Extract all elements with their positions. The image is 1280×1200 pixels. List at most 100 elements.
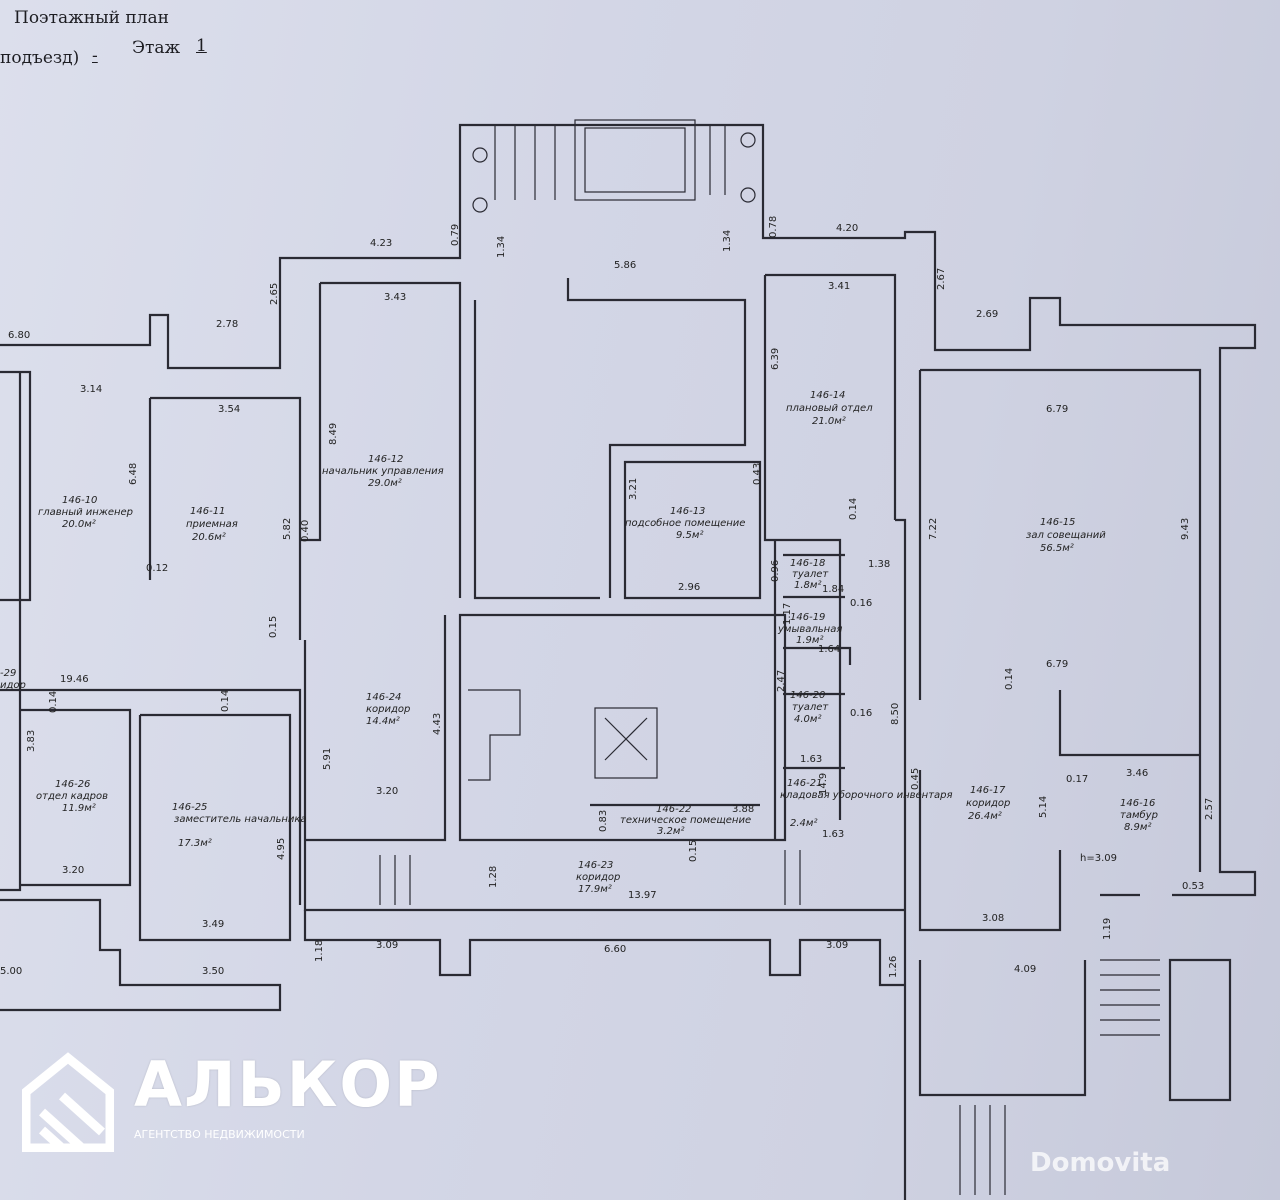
room-146-18-code: 146-18	[790, 558, 825, 569]
room-146-15-name: зал совещаний	[1026, 530, 1106, 541]
room-146-25-area: 17.3м²	[178, 838, 212, 849]
room-146-16-code: 146-16	[1120, 798, 1155, 809]
dim: 4.95	[276, 838, 287, 860]
dim: 2.96	[678, 582, 700, 593]
room-29-code: -29	[0, 668, 16, 679]
room-146-19-area: 1.9м²	[796, 635, 823, 646]
dim: 1.63	[800, 754, 822, 765]
room-146-24-area: 14.4м²	[366, 716, 400, 727]
dim: 6.39	[770, 348, 781, 370]
room-146-19-code: 146-19	[790, 612, 825, 623]
dim: 3.88	[732, 804, 754, 815]
room-146-22-name: техническое помещение	[620, 815, 751, 826]
dim: 0.16	[850, 598, 872, 609]
room-146-10-name: главный инженер	[38, 507, 133, 518]
room-146-16-name: тамбур	[1120, 809, 1158, 821]
room-146-21-area: 2.4м²	[790, 818, 817, 829]
dim: 1.34	[496, 236, 507, 258]
dim: 5.91	[322, 748, 333, 770]
room-146-18-area: 1.8м²	[794, 580, 821, 591]
dim: 1.19	[1102, 918, 1113, 940]
dim: 0.14	[48, 691, 59, 713]
room-146-25-name: заместитель начальника	[174, 814, 307, 825]
dim: 2.57	[1204, 798, 1215, 820]
dim: 0.14	[220, 690, 231, 712]
dim: 1.17	[782, 603, 793, 625]
dim: 5.82	[282, 518, 293, 540]
dim: 14.9	[818, 773, 829, 795]
dim: 3.54	[218, 404, 240, 415]
dim: 2.47	[776, 670, 787, 692]
dim: 4.09	[1014, 964, 1036, 975]
room-146-22-code: 146-22	[656, 804, 691, 815]
dim: 0.17	[1066, 774, 1088, 785]
dim: 0.15	[268, 616, 279, 638]
room-146-14-area: 21.0м²	[812, 416, 846, 427]
floor-label: Этаж	[132, 38, 181, 58]
dim: 0.15	[688, 840, 699, 862]
room-146-11-area: 20.6м²	[192, 532, 226, 543]
room-146-20-name: туалет	[792, 702, 829, 713]
dim: 0.96	[770, 560, 781, 582]
room-146-11-name: приемная	[186, 519, 238, 530]
entrance-label: подъезд)	[0, 48, 80, 68]
dim: 0.40	[300, 520, 311, 542]
walls	[0, 123, 1257, 1200]
dim: 3.21	[628, 478, 639, 500]
dim: 3.20	[62, 865, 84, 876]
room-146-12-area: 29.0м²	[368, 478, 402, 489]
dim: 1.63	[822, 829, 844, 840]
dim: 1.84	[822, 584, 844, 595]
room-146-16-area: 8.9м²	[1124, 822, 1151, 833]
dim: 6.60	[604, 944, 626, 955]
dim: 3.43	[384, 292, 406, 303]
dim: 0.79	[450, 224, 461, 246]
room-146-24-code: 146-24	[366, 692, 401, 703]
room-146-13-name: подсобное помещение	[625, 517, 745, 529]
room-146-14-code: 146-14	[810, 390, 845, 401]
dim: 1.38	[868, 559, 890, 570]
dim: 0.12	[146, 563, 168, 574]
dim: 2.69	[976, 309, 998, 320]
dim: 5.86	[614, 260, 636, 271]
dim: 0.14	[848, 498, 859, 520]
room-146-11-code: 146-11	[190, 506, 225, 517]
agency-subtitle: АГЕНТСТВО НЕДВИЖИМОСТИ	[134, 1128, 305, 1141]
floor-number: 1	[196, 36, 207, 56]
dimension-labels: 6.80 3.14 6.48 3.54 5.82 2.78 2.65 4.23 …	[0, 216, 1215, 978]
room-146-17-name: коридор	[966, 798, 1010, 809]
dim: 1.26	[888, 956, 899, 978]
room-146-23-name: коридор	[576, 872, 620, 883]
room-146-23-code: 146-23	[578, 860, 613, 871]
watermark-text: Domovita	[1030, 1148, 1171, 1178]
room-146-15-area: 56.5м²	[1040, 543, 1074, 554]
dim: 5.14	[1038, 796, 1049, 818]
dim: 13.97	[628, 890, 657, 901]
dim: 0.14	[1004, 668, 1015, 690]
dim: h=3.09	[1080, 853, 1117, 864]
room-146-21-code: 146-21	[787, 778, 822, 789]
agency-name: АЛЬКОР	[134, 1048, 442, 1121]
dim: 7.22	[928, 518, 939, 540]
room-146-22-area: 3.2м²	[657, 826, 684, 837]
dim: 0.16	[850, 708, 872, 719]
room-146-14-name: плановый отдел	[786, 403, 873, 414]
stairs-and-fixtures	[379, 119, 1160, 1195]
room-146-15-code: 146-15	[1040, 517, 1075, 528]
dim: 3.83	[26, 730, 37, 752]
room-146-25-code: 146-25	[172, 802, 207, 813]
dim: 4.20	[836, 223, 858, 234]
dim: 3.09	[376, 940, 398, 951]
room-146-12-name: начальник управления	[322, 466, 444, 477]
dim: 3.14	[80, 384, 102, 395]
room-labels: 146-10 главный инженер 20.0м² 146-11 при…	[0, 390, 1158, 895]
room-146-24-name: коридор	[366, 704, 410, 715]
dim: 1.28	[488, 866, 499, 888]
room-146-20-area: 4.0м²	[794, 714, 821, 725]
dim: 3.46	[1126, 768, 1148, 779]
dim: 4.23	[370, 238, 392, 249]
dim: 3.41	[828, 281, 850, 292]
dim: 2.65	[269, 283, 280, 305]
dim: 5.00	[0, 966, 22, 977]
room-146-26-code: 146-26	[55, 779, 90, 790]
